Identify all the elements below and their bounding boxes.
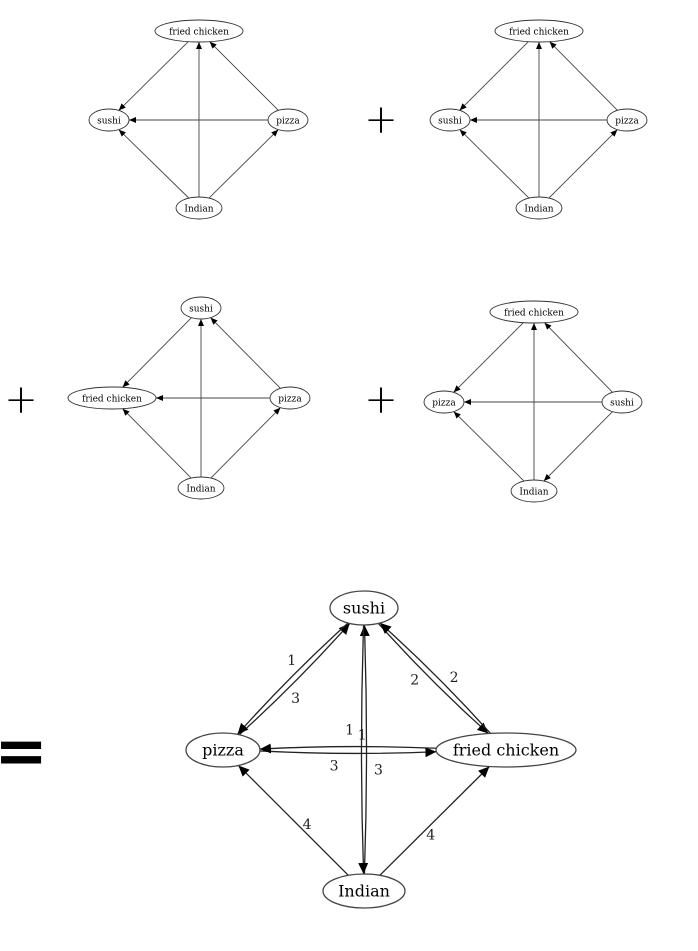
edge-pizza-to-fried_chicken [549, 41, 618, 111]
edge-fried_chicken-to-pizza [259, 743, 437, 754]
edge-indian-to-fried_chicken [379, 766, 490, 876]
edge-sushi-to-fried_chicken [544, 322, 613, 393]
plus-operator-1: + [364, 97, 398, 143]
node-pizza [267, 108, 309, 132]
node-indian [322, 873, 406, 909]
edge-indian-to-fried_chicken [122, 408, 192, 479]
edge-weight-pizza-to-sushi: 3 [291, 691, 300, 707]
edge-weight-indian-to-fried_chicken: 4 [426, 828, 435, 844]
node-indian [175, 196, 223, 220]
node-label-sushi: sushi [189, 305, 213, 315]
node-indian [177, 476, 225, 500]
node-indian [510, 479, 558, 503]
edge-indian-to-pizza [453, 411, 525, 482]
edge-weight-indian-to-sushi: 3 [374, 762, 383, 778]
edge-fried_chicken-to-sushi [379, 622, 492, 734]
node-pizza [423, 390, 465, 414]
edge-sushi-to-fried_chicken [377, 622, 489, 735]
node-fried_chicken [489, 300, 579, 324]
edge-sushi-to-indian [358, 624, 369, 875]
edge-fried_chicken-to-sushi [118, 41, 189, 111]
node-label-fried_chicken: fried chicken [504, 309, 564, 319]
node-label-sushi: sushi [438, 117, 462, 127]
edge-pizza-to-fried_chicken [259, 747, 437, 758]
node-fried_chicken [435, 732, 577, 768]
node-label-fried_chicken: fried chicken [453, 741, 559, 760]
node-label-pizza: pizza [432, 399, 456, 409]
node-sushi [601, 390, 643, 414]
edge-sushi-to-indian [543, 411, 613, 482]
edge-sushi-to-fried_chicken [122, 317, 192, 388]
edge-pizza-to-sushi [238, 622, 351, 736]
edge-fried_chicken-to-pizza [453, 322, 524, 393]
node-label-indian: Indian [524, 205, 553, 215]
node-label-indian: Indian [184, 205, 213, 215]
edge-pizza-to-fried_chicken [209, 41, 279, 111]
edge-indian-to-pizza [237, 764, 349, 876]
edge-weight-sushi-to-fried_chicken: 2 [410, 673, 419, 689]
node-label-fried_chicken: fried chicken [82, 395, 142, 405]
plus-operator-3: + [364, 377, 398, 423]
edge-indian-to-pizza [210, 407, 281, 479]
node-label-indian: Indian [338, 882, 390, 901]
edge-sushi-to-pizza [236, 622, 349, 735]
edge-weight-indian-to-pizza: 4 [303, 817, 312, 833]
node-label-sushi: sushi [610, 399, 634, 409]
node-sushi [329, 590, 399, 626]
edge-pizza-to-sushi [210, 317, 281, 389]
node-label-indian: Indian [186, 485, 215, 495]
node-pizza [269, 386, 311, 410]
edge-indian-to-pizza [208, 129, 279, 199]
node-sushi [88, 108, 130, 132]
edge-weight-sushi-to-indian: 1 [345, 723, 354, 739]
edge-indian-to-sushi [359, 624, 370, 875]
node-pizza [606, 108, 648, 132]
edge-weight-fried_chicken-to-pizza: 1 [358, 728, 367, 744]
equals-operator: = [0, 715, 48, 789]
node-sushi [180, 296, 222, 320]
edge-indian-to-sushi [459, 129, 530, 199]
node-fried_chicken [67, 386, 157, 410]
node-indian [515, 196, 563, 220]
node-label-pizza: pizza [202, 741, 244, 760]
edge-fried_chicken-to-sushi [459, 41, 529, 111]
node-label-fried_chicken: fried chicken [169, 28, 229, 38]
node-fried_chicken [154, 19, 244, 43]
node-label-pizza: pizza [276, 117, 300, 127]
node-label-sushi: sushi [97, 117, 121, 127]
plus-operator-2: + [4, 377, 38, 423]
node-pizza [185, 732, 261, 768]
node-label-indian: Indian [519, 488, 548, 498]
edge-weight-sushi-to-pizza: 1 [287, 653, 296, 669]
edge-weight-fried_chicken-to-sushi: 2 [450, 670, 459, 686]
node-label-pizza: pizza [278, 395, 302, 405]
node-fried_chicken [494, 19, 584, 43]
node-label-fried_chicken: fried chicken [509, 28, 569, 38]
edge-indian-to-sushi [118, 129, 190, 199]
edge-indian-to-pizza [548, 129, 618, 199]
edge-weight-pizza-to-fried_chicken: 3 [330, 758, 339, 774]
node-label-pizza: pizza [615, 117, 639, 127]
node-sushi [429, 108, 471, 132]
node-label-sushi: sushi [343, 599, 385, 618]
